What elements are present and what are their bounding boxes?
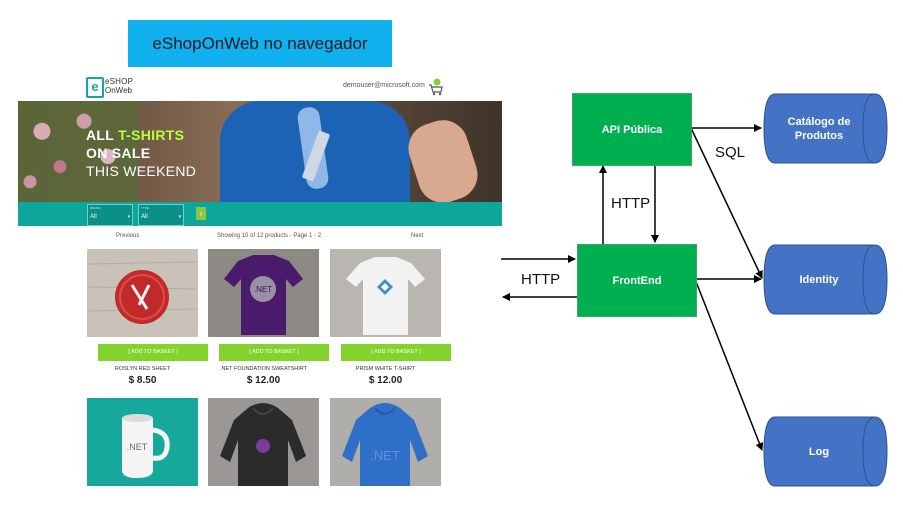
- product-price: $ 8.50: [128, 375, 157, 386]
- mug-logo-text: .NET: [127, 442, 148, 452]
- eshop-logo-line1: eSHOP: [105, 77, 134, 86]
- pager-next[interactable]: Next: [411, 233, 424, 239]
- banner-line1: ALL T-SHIRTS: [86, 127, 185, 143]
- diagram-title-text: eShopOnWeb no navegador: [152, 33, 368, 53]
- product-name: .NET FOUNDATION SWEATSHIRT: [220, 366, 307, 372]
- chevron-down-icon: ▾: [127, 214, 130, 220]
- banner-flowers-image: [18, 101, 138, 202]
- chevron-right-icon: ›: [199, 209, 203, 218]
- product-price: $ 12.00: [368, 375, 403, 386]
- hoodie-logo-text: .NET: [370, 448, 400, 463]
- edge-label-http-browser: HTTP: [521, 271, 561, 288]
- edge-label-http-api: HTTP: [611, 195, 651, 212]
- pager-info: Showing 10 of 12 products - Page 1 - 2: [217, 233, 322, 239]
- brand-filter-select[interactable]: BRAND All ▾: [87, 204, 133, 226]
- add-to-basket-button[interactable]: [ ADD TO BASKET ]: [341, 344, 451, 361]
- filter-apply-button[interactable]: ›: [196, 207, 206, 220]
- node-identity: Identity: [763, 244, 889, 315]
- cart-icon[interactable]: [428, 78, 444, 96]
- node-catalogo-produtos: Catálogo de Produtos: [763, 93, 889, 164]
- product-name: ROSLYN RED SHEET: [114, 366, 171, 372]
- edge-label-sql: SQL: [715, 144, 746, 161]
- product-image-blue-hoodie[interactable]: .NET: [330, 398, 441, 486]
- sweatshirt-logo-text: .NET: [254, 285, 272, 294]
- arrow-frontend-to-log: [694, 278, 764, 451]
- add-to-basket-button[interactable]: [ ADD TO BASKET ]: [98, 344, 208, 361]
- eshop-logo[interactable]: e eSHOP OnWeb: [86, 76, 146, 98]
- node-log: Log: [763, 416, 889, 487]
- product-image-net-mug[interactable]: .NET: [87, 398, 198, 486]
- product-price: $ 12.00: [246, 375, 281, 386]
- eshop-logo-line2: OnWeb: [105, 86, 132, 95]
- product-name: PRISM WHITE T-SHIRT: [355, 366, 416, 372]
- product-image-net-sweatshirt[interactable]: .NET: [208, 249, 319, 337]
- banner-line2: ON SALE: [86, 145, 151, 161]
- eshop-logo-mark: e: [86, 77, 104, 98]
- promo-banner: ALL T-SHIRTS ON SALE THIS WEEKEND BRAND …: [18, 101, 502, 226]
- product-image-roslyn-sheet[interactable]: [87, 249, 198, 337]
- product-image-prism-tshirt[interactable]: [330, 249, 441, 337]
- node-api-publica: API Pública: [572, 93, 692, 166]
- diagram-title: eShopOnWeb no navegador: [128, 20, 392, 67]
- add-to-basket-button[interactable]: [ ADD TO BASKET ]: [219, 344, 329, 361]
- node-frontend: FrontEnd: [577, 244, 697, 317]
- type-filter-select[interactable]: TYPE All ▾: [138, 204, 184, 226]
- product-image-black-hoodie[interactable]: [208, 398, 319, 486]
- chevron-down-icon: ▾: [178, 214, 181, 220]
- banner-tshirt-image: [220, 101, 410, 202]
- user-email[interactable]: demouser@microsoft.com: [343, 82, 425, 89]
- banner-line3: THIS WEEKEND: [86, 163, 197, 179]
- arrow-api-to-identity: [690, 127, 763, 279]
- pager-previous[interactable]: Previous: [116, 233, 140, 239]
